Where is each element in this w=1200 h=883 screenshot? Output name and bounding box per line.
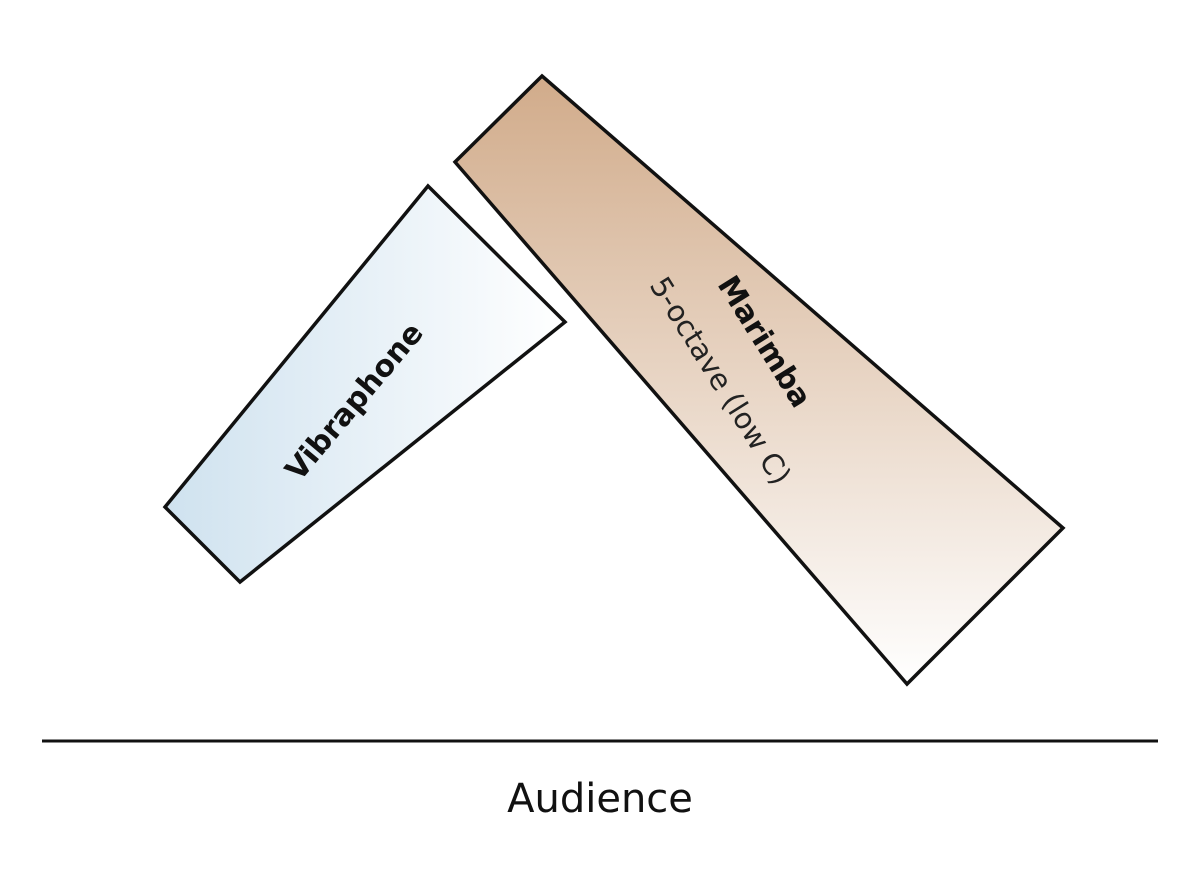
vibraphone-instrument: Vibraphone xyxy=(162,183,568,585)
vibraphone-shape xyxy=(162,183,568,585)
marimba-shape xyxy=(452,73,1066,687)
marimba-instrument: Marimba 5-octave (low C) xyxy=(452,73,1066,687)
audience-label: Audience xyxy=(507,776,693,822)
